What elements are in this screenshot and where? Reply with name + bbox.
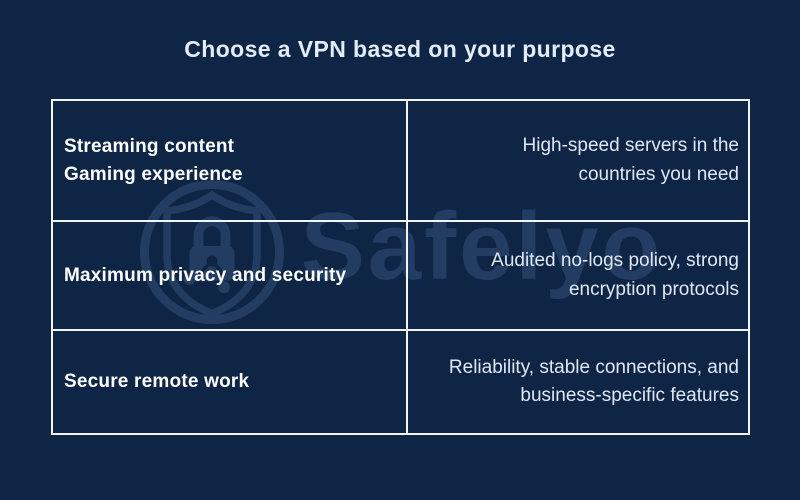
table-row-3-features-cell: Reliability, stable connections, and bus… — [448, 356, 739, 407]
table-row-1-features-cell: High-speed servers in the countries you … — [408, 101, 748, 222]
page-title: Choose a VPN based on your purpose — [184, 36, 616, 62]
table-row-2-purpose-cell: Maximum privacy and security — [53, 222, 408, 331]
table-row-3-purpose-cell: Secure remote work — [53, 331, 408, 433]
vpn-purpose-table: Streaming content Gaming experience High… — [51, 99, 750, 435]
table-row-1-purpose-cell: Streaming content Gaming experience — [53, 101, 408, 222]
table-row-2-features-cell: Audited no-logs policy, strong encryptio… — [408, 222, 748, 331]
